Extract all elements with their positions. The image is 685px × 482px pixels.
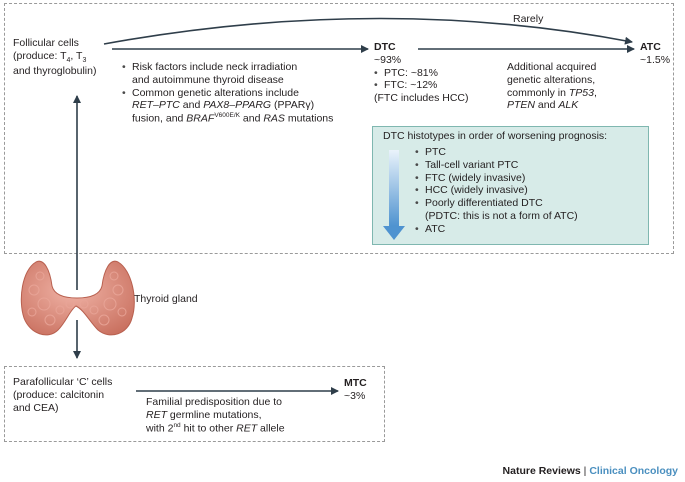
thyroid-gland-illustration xyxy=(20,260,135,336)
histotype-item: Poorly differentiated DTC(PDTC: this is … xyxy=(415,197,645,223)
atc-percent: ~1.5% xyxy=(640,53,671,66)
mtc-title: MTC xyxy=(344,377,367,389)
rarely-label: Rarely xyxy=(513,13,544,25)
dtc-ftc: FTC: ~12% xyxy=(374,79,504,92)
histotype-item: FTC (widely invasive) xyxy=(415,172,645,185)
dtc-node: DTC ~93% PTC: ~81% FTC: ~12% (FTC includ… xyxy=(374,41,504,105)
histotypes-list: PTC Tall-cell variant PTC FTC (widely in… xyxy=(415,146,645,236)
genetic-alterations-item: Common genetic alterations include RET–P… xyxy=(122,87,362,126)
histotypes-title: DTC histotypes in order of worsening pro… xyxy=(383,130,608,142)
follicular-box xyxy=(4,3,674,254)
journal-section: Clinical Oncology xyxy=(589,465,678,477)
dtc-percent: ~93% xyxy=(374,53,402,66)
journal-name: Nature Reviews xyxy=(502,465,581,477)
journal-footer: Nature Reviews | Clinical Oncology xyxy=(502,465,678,477)
histotype-item: HCC (widely invasive) xyxy=(415,184,645,197)
pdtc-note: (PDTC: this is not a form of ATC) xyxy=(425,209,578,222)
arrow-rarely-curve xyxy=(103,17,633,45)
risk-factors-item: Risk factors include neck irradiationand… xyxy=(122,61,362,87)
atc-title: ATC xyxy=(640,41,661,53)
histotype-item: PTC xyxy=(415,146,645,159)
histotype-item: Tall-cell variant PTC xyxy=(415,159,645,172)
mtc-percent: ~3% xyxy=(344,389,366,402)
follicular-cells-label: Follicular cells (produce: T4, T3 and th… xyxy=(13,37,97,78)
atc-node: ATC ~1.5% xyxy=(640,41,670,67)
parafollicular-box xyxy=(4,366,385,442)
acquired-alterations-text: Additional acquired genetic alterations,… xyxy=(507,61,597,112)
parafollicular-cells-label: Parafollicular ‘C’ cells (produce: calci… xyxy=(13,376,113,414)
thyroid-gland-label: Thyroid gland xyxy=(134,293,198,305)
histotype-item: ATC xyxy=(415,223,645,236)
prognosis-gradient-arrow xyxy=(383,150,405,240)
risk-factors-list: Risk factors include neck irradiationand… xyxy=(122,61,362,125)
mtc-node: MTC ~3% xyxy=(344,377,367,403)
dtc-ptc: PTC: ~81% xyxy=(374,67,504,80)
dtc-note: (FTC includes HCC) xyxy=(374,92,469,105)
dtc-title: DTC xyxy=(374,41,396,53)
familial-predisposition-text: Familial predisposition due to RET germl… xyxy=(146,396,285,435)
